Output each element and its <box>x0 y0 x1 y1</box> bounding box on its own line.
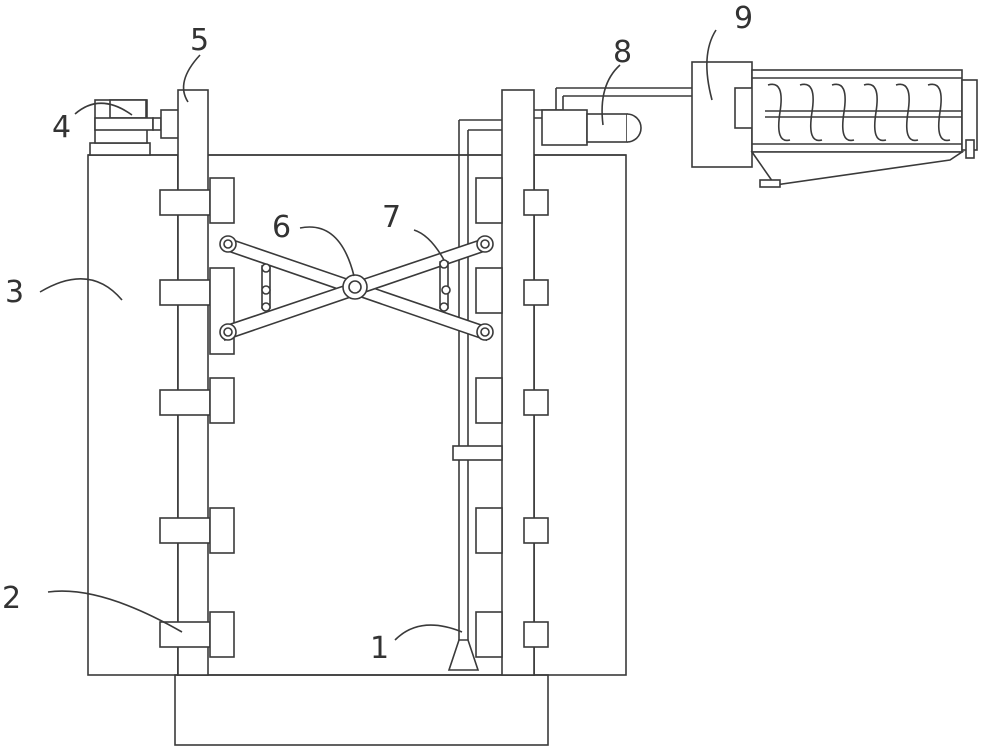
leader-7 <box>413 229 445 261</box>
motor-base <box>89 142 151 156</box>
label-1: 1 <box>370 631 389 666</box>
callout-labels: 1 2 3 4 5 6 7 8 9 <box>2 1 753 666</box>
scissor-end-pin <box>219 235 494 341</box>
foundation-slab <box>174 674 549 746</box>
guide-rail <box>177 89 209 676</box>
suction-pipe <box>452 119 503 640</box>
right-guide-rail <box>501 89 535 676</box>
scissor-pivot <box>342 274 368 300</box>
label-6: 6 <box>272 210 291 245</box>
leader-3 <box>39 278 123 301</box>
label-5: 5 <box>190 23 209 58</box>
label-9: 9 <box>734 1 753 36</box>
leader-2 <box>47 590 183 633</box>
guide-block <box>159 177 235 658</box>
leader-9 <box>706 29 717 101</box>
label-4: 4 <box>52 110 71 145</box>
pump <box>541 109 642 146</box>
screw-separator <box>691 61 978 188</box>
link-bracket <box>261 259 451 312</box>
leader-5 <box>182 54 201 103</box>
motor <box>94 99 180 144</box>
leader-1 <box>394 624 463 641</box>
leader-6 <box>299 226 355 277</box>
suction-nozzle <box>447 639 480 671</box>
label-7: 7 <box>382 200 401 235</box>
right-guide-block <box>475 177 549 658</box>
label-2: 2 <box>2 581 21 616</box>
label-8: 8 <box>613 35 632 70</box>
leader-8 <box>601 64 621 126</box>
leader-lines <box>39 29 717 641</box>
label-3: 3 <box>5 275 24 310</box>
leader-4 <box>74 102 133 116</box>
